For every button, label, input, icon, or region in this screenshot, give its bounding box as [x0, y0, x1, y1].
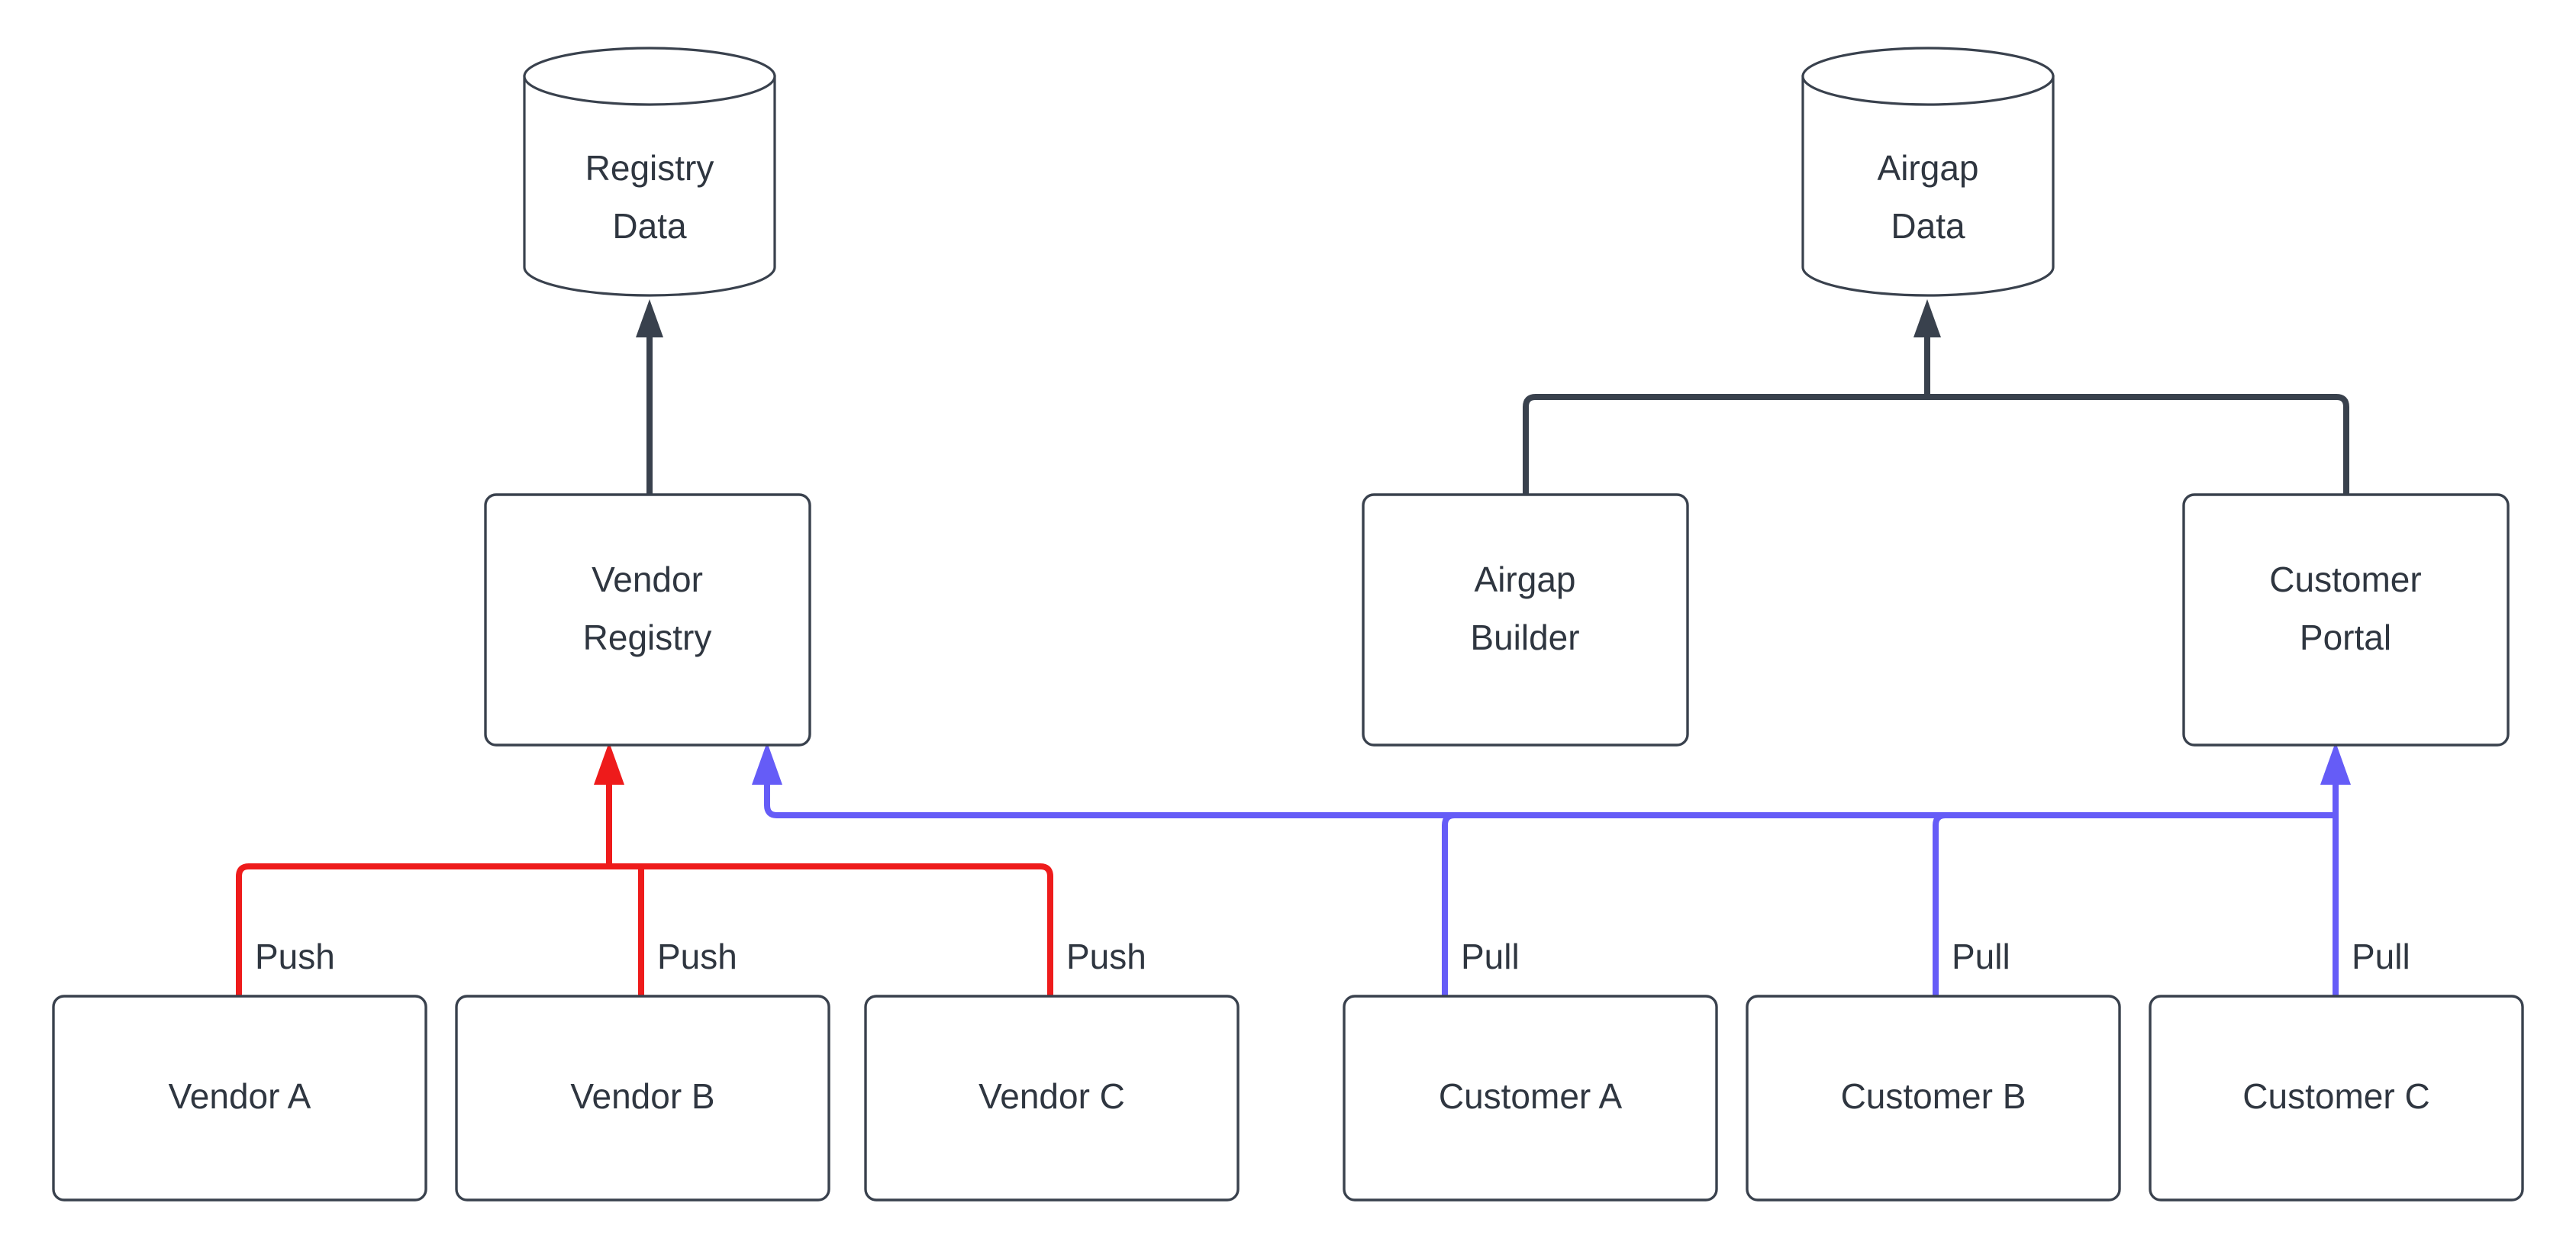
edge-pull-bus-to-vendor-registry [752, 742, 2336, 818]
node-label-line2: Registry [583, 618, 712, 657]
cylinder-body [1801, 75, 2055, 297]
edge-label-pull-customer-a: Pull [1461, 937, 1520, 976]
edge-airgap-builder-to-airgap-data [1523, 394, 1927, 495]
node-box [1746, 995, 2121, 1202]
arrowhead-up-icon [1913, 299, 1941, 337]
node-label-line2: Portal [2300, 618, 2391, 657]
edge-label-pull-customer-c: Pull [2352, 937, 2410, 976]
arrowhead-up-icon [636, 299, 663, 337]
arrowhead-up-icon [594, 742, 624, 785]
node-label-line2: Data [612, 206, 687, 246]
node-customer-a[interactable]: Customer A [1343, 995, 1718, 1202]
node-label-line1: Airgap [1475, 560, 1576, 599]
node-customer-c[interactable]: Customer C [2149, 995, 2524, 1202]
edge-vendor-c-push [609, 863, 1053, 996]
arrowhead-up-icon [752, 742, 782, 785]
edge-customer-portal-to-airgap-data [1927, 394, 2349, 495]
node-vendor-a[interactable]: Vendor A [52, 995, 427, 1202]
cylinder-body [523, 75, 776, 297]
node-label: Vendor C [978, 1076, 1125, 1116]
node-box [1362, 493, 1689, 747]
edge-label-push-vendor-b: Push [657, 937, 737, 976]
node-label-line1: Registry [585, 148, 714, 188]
edge-push-bus-to-vendor-registry [594, 742, 624, 866]
cylinder-top [523, 47, 776, 106]
node-vendor-c[interactable]: Vendor C [864, 995, 1240, 1202]
node-vendor-b[interactable]: Vendor B [455, 995, 830, 1202]
edge-line [1523, 394, 1927, 495]
node-box [2149, 995, 2524, 1202]
edge-label-pull-customer-b: Pull [1952, 937, 2010, 976]
node-label: Customer C [2242, 1076, 2429, 1116]
edge-customer-a-pull [1442, 812, 2336, 996]
node-box [455, 995, 830, 1202]
node-box [864, 995, 1240, 1202]
node-registry-data[interactable]: Registry Data [523, 47, 776, 297]
node-airgap-builder[interactable]: Airgap Builder [1362, 493, 1689, 747]
edge-airgap-bus-to-airgap-data [1913, 299, 1941, 397]
edge-vendor-a-push [236, 863, 609, 996]
node-label-line2: Builder [1470, 618, 1579, 657]
edge-label-push-vendor-c: Push [1066, 937, 1146, 976]
edge-line [1442, 812, 2336, 996]
node-vendor-registry[interactable]: Vendor Registry [484, 493, 811, 747]
node-airgap-data[interactable]: Airgap Data [1801, 47, 2055, 297]
cylinder-top [1801, 47, 2055, 106]
edge-customer-c-pull [2320, 742, 2351, 996]
node-box [1343, 995, 1718, 1202]
node-box [52, 995, 427, 1202]
node-label: Vendor A [169, 1076, 311, 1116]
node-customer-portal[interactable]: Customer Portal [2182, 493, 2510, 747]
node-box [2182, 493, 2510, 747]
node-label-line2: Data [1891, 206, 1965, 246]
node-box [484, 493, 811, 747]
node-label-line1: Customer [2269, 560, 2421, 599]
edge-vendor-registry-to-registry-data [636, 299, 663, 495]
node-label: Customer B [1841, 1076, 2026, 1116]
node-customer-b[interactable]: Customer B [1746, 995, 2121, 1202]
node-label-line1: Airgap [1878, 148, 1979, 188]
node-label: Vendor B [570, 1076, 714, 1116]
arrowhead-up-icon [2320, 742, 2351, 785]
edge-label-push-vendor-a: Push [255, 937, 335, 976]
edge-line [236, 863, 609, 996]
edge-line [764, 771, 2336, 818]
edge-line [1927, 394, 2349, 495]
edge-line [609, 863, 1053, 996]
node-label: Customer A [1439, 1076, 1623, 1116]
node-label-line1: Vendor [592, 560, 703, 599]
